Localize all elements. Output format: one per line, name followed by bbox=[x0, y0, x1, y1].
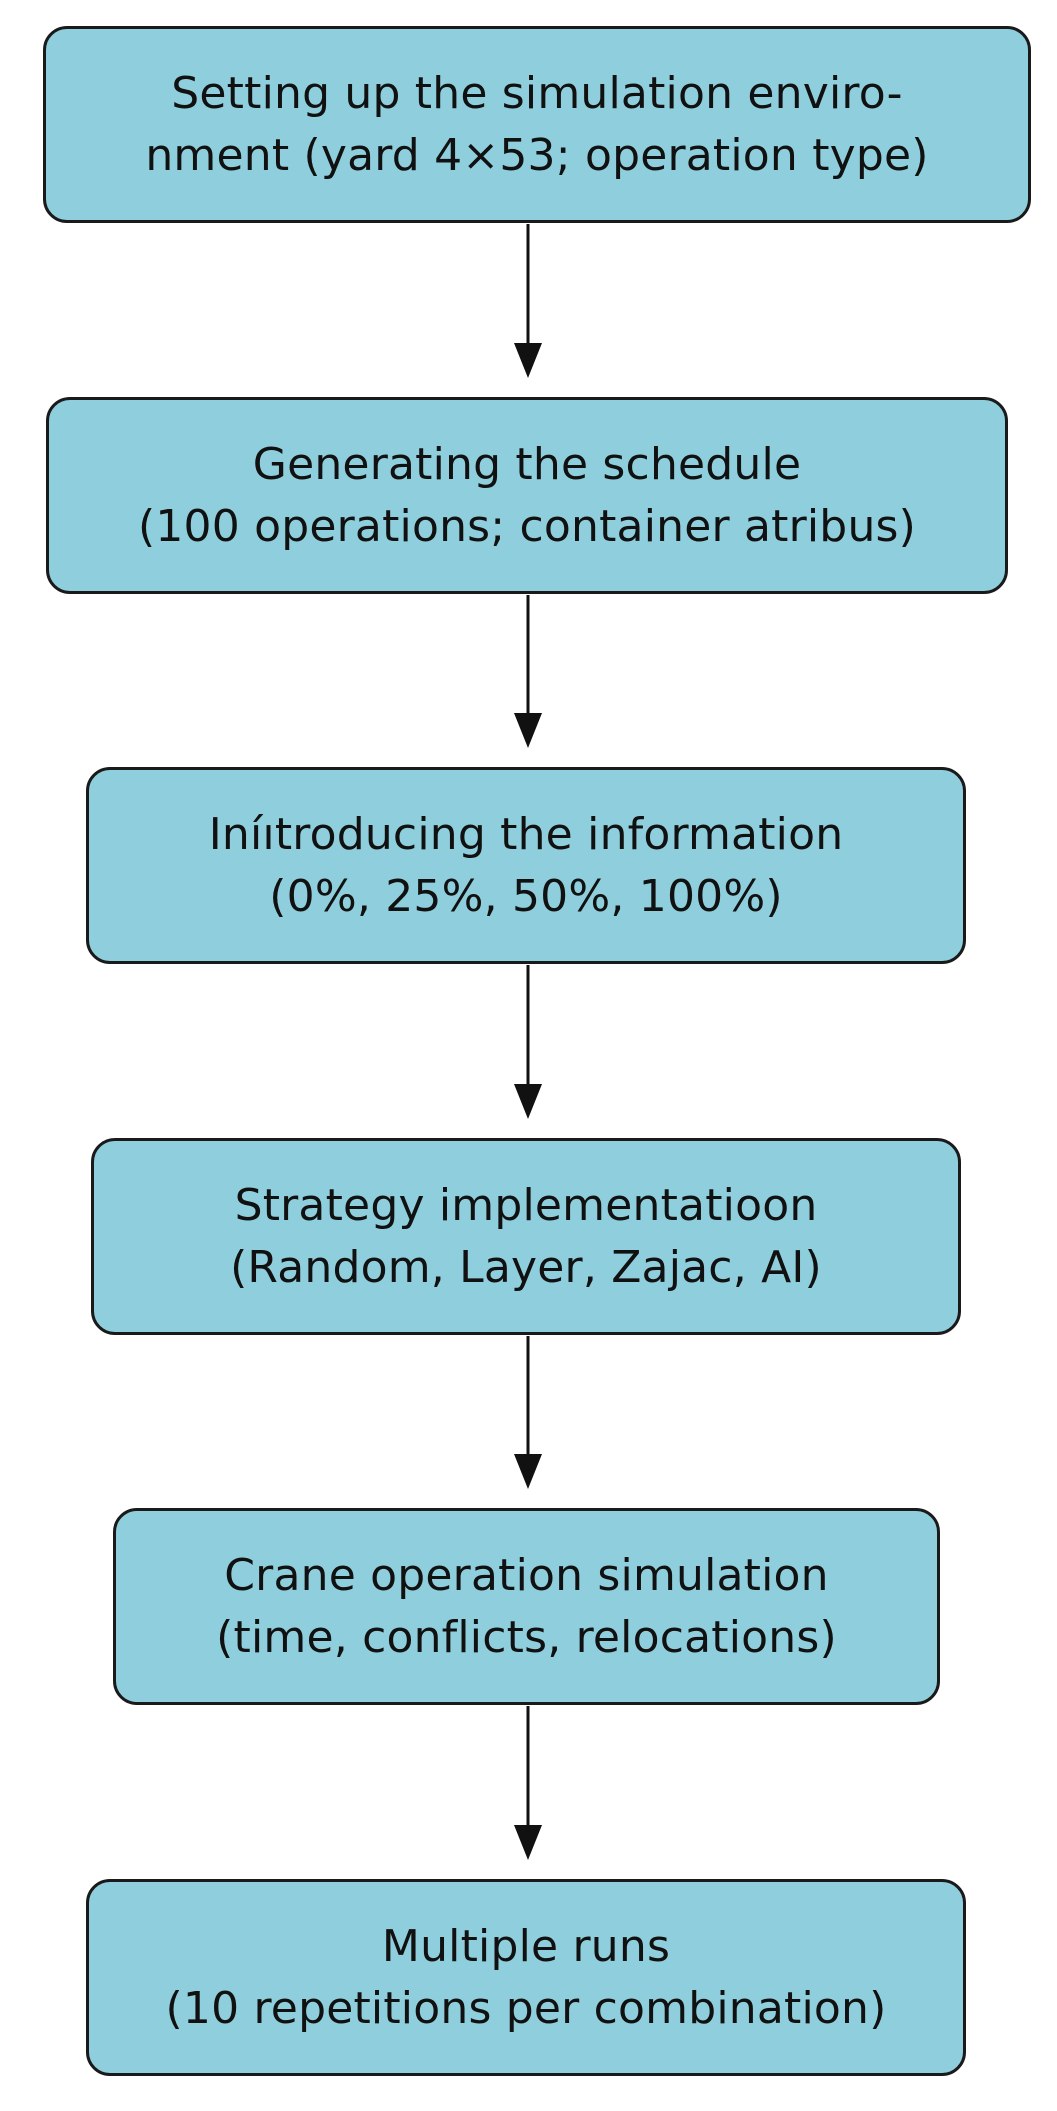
step-setup-environment: Setting up the simulation enviro- nment … bbox=[43, 26, 1031, 223]
step-strategy-implementation-line1: Strategy implementatioon bbox=[234, 1179, 818, 1231]
step-crane-operation-simulation-line1: Crane operation simulation bbox=[224, 1549, 829, 1601]
step-setup-environment-line2: nment (yard 4×53; operation type) bbox=[145, 129, 929, 181]
step-multiple-runs-line1: Multiple runs bbox=[381, 1920, 671, 1972]
arrow-3 bbox=[514, 965, 542, 1119]
step-crane-operation-simulation-line2: (time, conflicts, relocations) bbox=[216, 1611, 837, 1663]
arrow-4 bbox=[514, 1336, 542, 1489]
arrow-5 bbox=[514, 1706, 542, 1860]
step-generate-schedule: Generating the schedule (100 operations;… bbox=[46, 397, 1008, 594]
step-setup-environment-line1: Setting up the simulation enviro- bbox=[171, 67, 903, 119]
arrow-2 bbox=[514, 595, 542, 748]
step-multiple-runs: Multiple runs (10 repetitions per combin… bbox=[86, 1879, 966, 2076]
step-introduce-information: Iníıtroducing the information (0%, 25%, … bbox=[86, 767, 966, 964]
step-introduce-information-line1: Iníıtroducing the information bbox=[208, 808, 844, 860]
step-generate-schedule-line2: (100 operations; container atribus) bbox=[137, 500, 917, 552]
step-introduce-information-line2: (0%, 25%, 50%, 100%) bbox=[269, 870, 783, 922]
step-generate-schedule-line1: Generating the schedule bbox=[252, 438, 802, 490]
step-crane-operation-simulation: Crane operation simulation (time, confli… bbox=[113, 1508, 940, 1705]
step-strategy-implementation-line2: (Random, Layer, Zajac, AI) bbox=[230, 1241, 822, 1293]
step-strategy-implementation: Strategy implementatioon (Random, Layer,… bbox=[91, 1138, 961, 1335]
arrow-1 bbox=[514, 224, 542, 378]
step-multiple-runs-line2: (10 repetitions per combination) bbox=[165, 1982, 887, 2034]
